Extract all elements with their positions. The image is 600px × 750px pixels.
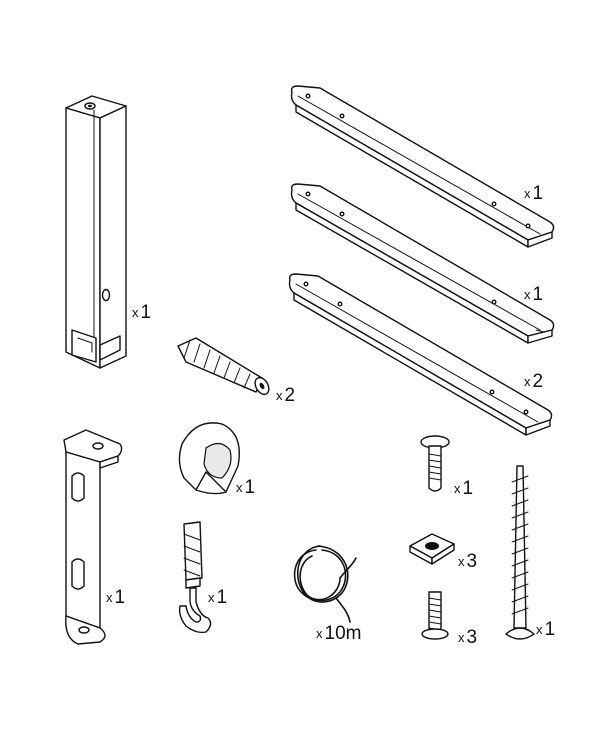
hook-part: [178, 521, 212, 634]
wire-part: [293, 545, 357, 623]
carriage-bolt-part: [420, 435, 450, 492]
wall-plug-part: [177, 337, 270, 396]
long-screw-part: [505, 465, 535, 640]
square-nut-part: [409, 533, 455, 565]
rail-part-1: [290, 85, 555, 248]
rail-part-2: [290, 183, 555, 344]
rope-guide-part: [178, 422, 240, 495]
post-part: [65, 95, 127, 369]
wall-bracket-part: [63, 429, 123, 645]
threaded-bolt-part: [421, 591, 449, 640]
rail-part-3: [288, 273, 553, 436]
